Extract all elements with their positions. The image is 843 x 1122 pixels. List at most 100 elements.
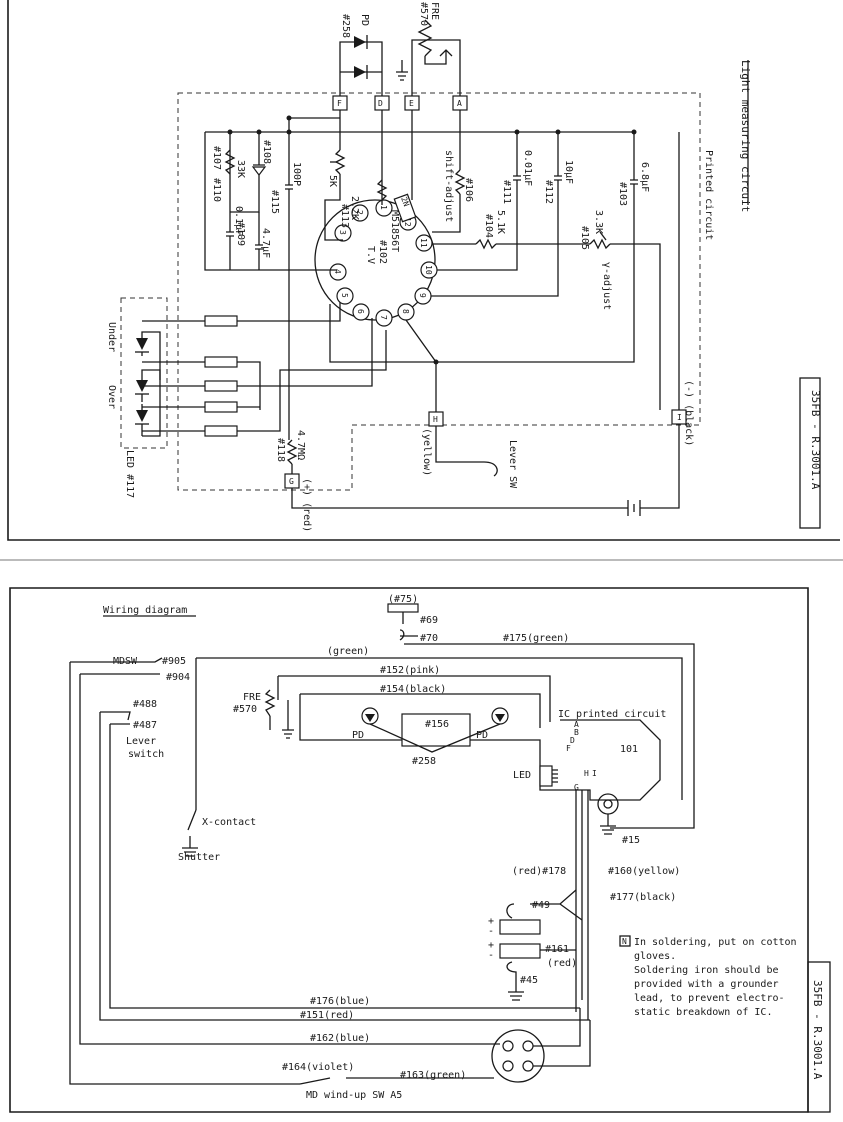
printed-circuit-label: Printed circuit xyxy=(703,150,714,240)
light-measuring-panel: 35FB - R.3001.A Light measuring circuit … xyxy=(7,0,840,541)
capacitor-110 xyxy=(226,132,234,270)
pd-ref: #258 xyxy=(340,14,351,38)
resistor-107 xyxy=(224,149,236,175)
fre-label-2: FRE xyxy=(243,692,261,703)
top-ref-box xyxy=(799,377,821,529)
led-wire-3 xyxy=(142,318,373,387)
resistor-118 xyxy=(286,439,298,465)
w905-label: #905 xyxy=(162,656,186,667)
r105-val: 3.3K xyxy=(593,210,604,234)
w152-label: #152(pink) xyxy=(380,665,440,676)
part-75 xyxy=(387,603,419,613)
connector-wires xyxy=(533,1008,591,1067)
d108-ref: #108 xyxy=(261,140,272,164)
w488-label: #488 xyxy=(133,699,157,710)
led-label-2: LED xyxy=(513,770,531,781)
ic-ref: #102 xyxy=(377,240,388,264)
note-symbol-box xyxy=(619,935,631,947)
svg-text:4: 4 xyxy=(333,269,342,274)
batt-minus-1: - xyxy=(488,926,494,937)
pot-5k-wire xyxy=(324,174,343,241)
wire-163 xyxy=(299,1077,494,1085)
terminal-f: F xyxy=(332,95,348,111)
w75-label: (#75) xyxy=(388,594,418,605)
top-title: Light measuring circuit xyxy=(739,60,752,212)
mdsw-switch xyxy=(70,657,163,675)
under-label: Under xyxy=(106,322,117,352)
w154-label: #154(black) xyxy=(380,684,446,695)
led-over-2 xyxy=(135,410,149,425)
c110-ref: #110 xyxy=(211,178,222,202)
wire-bundle xyxy=(575,790,589,1020)
wire-176 xyxy=(109,724,580,1009)
w156-label: #156 xyxy=(425,719,449,730)
plus-red-label: (+) (red) xyxy=(301,478,312,532)
svg-text:12: 12 xyxy=(403,217,412,227)
terminal-g: G xyxy=(284,473,300,489)
c110-val: 0.1μF xyxy=(233,206,244,236)
led-box xyxy=(120,297,168,449)
bottom-doc-ref: 35FB - R.3001.A xyxy=(811,980,824,1080)
svg-text:3: 3 xyxy=(338,230,347,235)
resistor-led-3 xyxy=(204,380,238,392)
svg-text:D: D xyxy=(378,99,383,108)
svg-text:I: I xyxy=(677,413,682,422)
pd-258-leader xyxy=(369,723,501,753)
term-g: G xyxy=(574,783,579,792)
w164-label: #164(violet) xyxy=(282,1062,354,1073)
printed-circuit-boundary xyxy=(177,92,701,491)
ic-pins: 1 2 3 4 5 6 7 8 9 10 11 12 xyxy=(329,199,438,327)
left-bus xyxy=(204,132,337,271)
fre-ground xyxy=(396,60,408,81)
r113-ref: #113 xyxy=(339,204,350,228)
r105-ref: #105 xyxy=(579,226,590,250)
top-doc-ref: 35FB - R.3001.A xyxy=(809,390,822,490)
term-h: H xyxy=(584,769,589,778)
diode-108 xyxy=(251,166,267,176)
svg-text:9: 9 xyxy=(418,293,427,298)
r106-wire xyxy=(432,194,461,233)
svg-text:1: 1 xyxy=(379,205,388,210)
photodiode-1 xyxy=(354,35,368,49)
note-line-6: static breakdown of IC. xyxy=(634,1007,772,1018)
r107-ref: #107 xyxy=(211,146,222,170)
shutter-label: Shutter xyxy=(178,852,220,863)
lever-label: Lever SW xyxy=(507,440,518,489)
w151-label: #151(red) xyxy=(300,1010,354,1021)
term-d: D xyxy=(570,736,575,745)
fre-label: FRE xyxy=(429,2,440,20)
resistor-led-4 xyxy=(204,401,238,413)
batt-plus-2: + xyxy=(488,940,494,951)
led-wire-1 xyxy=(142,296,341,322)
r104-ref: #104 xyxy=(483,214,494,238)
resistor-104 xyxy=(475,238,497,250)
capacitor-115 xyxy=(285,132,293,440)
c109-ref: #109 xyxy=(235,222,246,246)
svg-text:F: F xyxy=(337,99,342,108)
x-contact xyxy=(182,809,198,857)
led-pins xyxy=(552,769,558,783)
capacitor-111 xyxy=(437,132,521,271)
wire-49 xyxy=(530,889,583,921)
t-box-label: 2N xyxy=(399,196,411,208)
resistor-led-1 xyxy=(204,315,238,327)
resistor-105 xyxy=(589,238,611,250)
minus-black-label: (-) (black) xyxy=(683,380,694,446)
w163-label: #163(green) xyxy=(400,1070,466,1081)
svg-text:G: G xyxy=(289,477,294,486)
md-wind-connector xyxy=(491,1029,545,1083)
ic-m51856t xyxy=(314,199,436,321)
green-label: (green) xyxy=(327,646,369,657)
bottom-ref-box xyxy=(807,961,831,1113)
shift-label: shift-adjust xyxy=(443,150,454,222)
resistor-led-5 xyxy=(204,425,238,437)
batt-plus-1: + xyxy=(488,916,494,927)
fre-ref: #570 xyxy=(418,2,429,26)
svg-text:2: 2 xyxy=(355,210,364,215)
c115-ref: #115 xyxy=(269,190,280,214)
term-a: A xyxy=(574,720,579,729)
x-contact-label: X-contact xyxy=(202,817,256,828)
lever-switch-2 xyxy=(100,711,131,725)
fre-wire xyxy=(411,39,461,96)
